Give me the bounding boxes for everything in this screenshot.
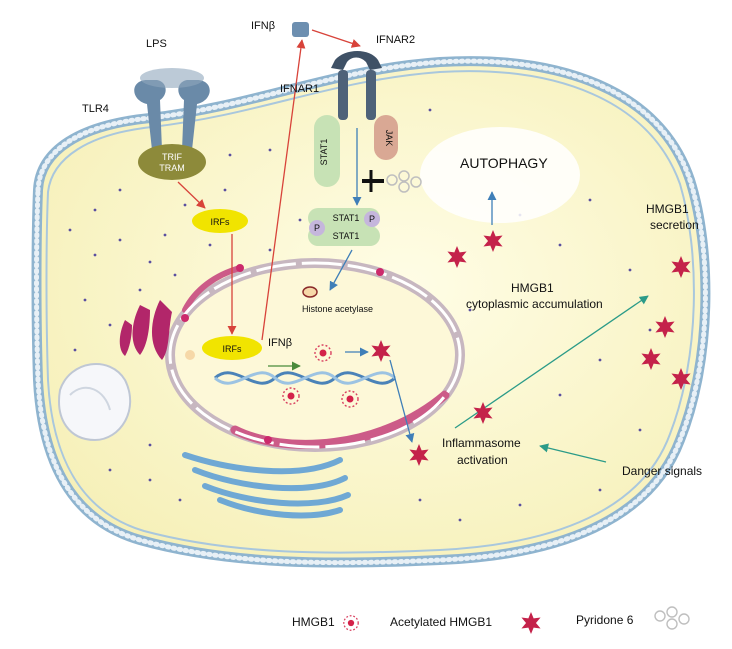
legend-acetylated-symbol	[521, 612, 541, 634]
ifnb-molecule	[292, 22, 309, 37]
jak-kinase	[374, 115, 398, 160]
label-stat1-bottom: STAT1	[333, 231, 360, 241]
legend-pyridone-symbol	[654, 606, 690, 630]
legend-acetylated-label: Acetylated HMGB1	[390, 615, 492, 629]
label-trif: TRIF	[162, 152, 182, 162]
dna-helix	[213, 371, 397, 385]
arrow-to-secretion	[454, 295, 649, 429]
label-hmgb1-secretion-2: secretion	[650, 218, 699, 232]
arrows	[177, 29, 649, 463]
legend-hmgb1-label: HMGB1	[292, 615, 335, 629]
legend-hmgb1-symbol	[343, 615, 359, 631]
label-ifnar1: IFNAR1	[280, 83, 319, 95]
arrow-ifnb-to-ifnar2	[311, 29, 361, 48]
label-ifnb-nuc: IFNβ	[268, 337, 292, 349]
label-tlr4: TLR4	[82, 103, 109, 115]
golgi-apparatus	[182, 452, 351, 519]
cell-membrane-inner	[45, 70, 695, 554]
label-p-right: P	[369, 214, 375, 224]
legend: HMGB1 Acetylated HMGB1 Pyridone 6	[292, 606, 690, 634]
legend-pyridone-label: Pyridone 6	[576, 613, 634, 627]
stat1-dimer	[308, 208, 380, 246]
irfs-nuclear	[202, 336, 262, 360]
tlr4-receptor	[134, 68, 210, 150]
stat1-receptor-bound	[314, 115, 340, 187]
arrow-export-hmgb1	[389, 359, 415, 443]
label-stat1-receptor: STAT1	[319, 139, 329, 166]
irfs-cytoplasmic	[192, 209, 248, 233]
label-irfs-nuc: IRFs	[223, 344, 242, 354]
autophagosome	[420, 127, 580, 223]
nucleus	[165, 258, 465, 452]
label-ifnb-top: IFNβ	[251, 20, 275, 32]
vesicle	[58, 363, 132, 442]
label-ifnar2: IFNAR2	[376, 34, 415, 46]
label-tram: TRAM	[159, 163, 185, 173]
arrow-ifnb-up	[261, 39, 306, 341]
label-activation: activation	[457, 453, 508, 467]
label-jak: JAK	[384, 130, 394, 147]
arrow-trif-to-irfs	[177, 181, 206, 209]
label-p-left: P	[314, 223, 320, 233]
label-histone-acetylase: Histone acetylase	[302, 304, 373, 314]
arrow-danger-signals	[539, 443, 607, 463]
label-danger-signals: Danger signals	[622, 464, 702, 478]
label-hmgb1-secretion-1: HMGB1	[646, 202, 689, 216]
label-stat1-top: STAT1	[333, 213, 360, 223]
label-cytoplasmic-accumulation: cytoplasmic accumulation	[466, 297, 603, 311]
cell-membrane-beads	[34, 58, 708, 566]
ifnar-receptor	[331, 51, 382, 120]
label-irfs-cyto: IRFs	[211, 217, 230, 227]
label-hmgb1-cyto: HMGB1	[511, 281, 554, 295]
label-inflammasome: Inflammasome	[442, 436, 521, 450]
label-lps: LPS	[146, 38, 167, 50]
histone-acetylase-icon	[302, 286, 318, 298]
pyridone-6-inhibitor	[362, 170, 422, 193]
mitochondria	[119, 300, 195, 360]
arrow-stat-to-histone	[329, 249, 353, 291]
label-autophagy: AUTOPHAGY	[460, 155, 548, 171]
trif-tram-adaptor	[138, 144, 206, 180]
